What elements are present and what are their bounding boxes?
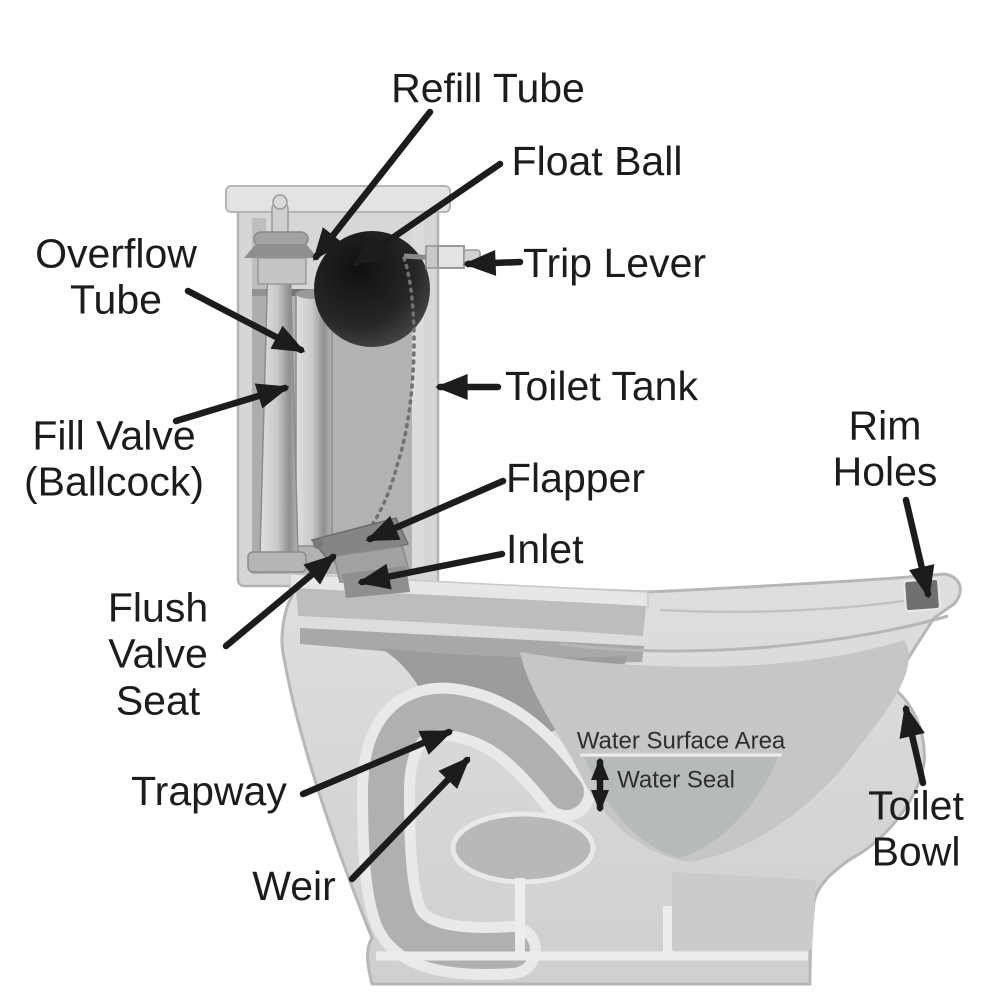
arrow-float-ball <box>351 160 504 267</box>
label-toilet-bowl: Toilet Bowl <box>868 782 964 875</box>
label-flapper: Flapper <box>506 454 646 501</box>
bowl-water-shape <box>584 757 778 858</box>
label-refill-tube: Refill Tube <box>391 64 585 111</box>
arrow-refill-tube <box>312 108 434 261</box>
pedestal-shade <box>672 872 816 950</box>
lift-chain <box>364 256 416 536</box>
label-flush-valve-seat: Flush Valve Seat <box>107 584 209 724</box>
toilet-bowl-shape <box>280 572 962 986</box>
label-weir: Weir <box>252 862 336 909</box>
trapway-shape <box>357 682 595 980</box>
label-fill-valve: Fill Valve (Ballcock) <box>24 412 204 505</box>
arrow-flush-valve-seat <box>222 553 337 650</box>
tank-lid <box>225 185 451 213</box>
label-trapway: Trapway <box>131 767 287 814</box>
deck-underside-shadow <box>300 628 644 663</box>
label-toilet-tank: Toilet Tank <box>505 362 698 409</box>
label-overflow-tube: Overflow Tube <box>35 230 197 323</box>
bowl-inner-rim-line <box>559 614 949 653</box>
arrow-flapper <box>365 477 507 543</box>
arrow-trip-lever <box>463 249 524 276</box>
arrow-rim-holes <box>902 496 935 599</box>
deck-front-face <box>296 588 646 636</box>
arrow-inlet <box>357 550 506 590</box>
sump-shape <box>450 811 596 885</box>
overflow-tube-shape <box>295 289 333 547</box>
arrow-weir <box>348 756 471 883</box>
label-inlet: Inlet <box>506 525 584 572</box>
arrow-fill-valve <box>172 383 290 425</box>
label-float-ball: Float Ball <box>511 137 683 184</box>
callout-arrows <box>172 108 935 883</box>
label-water-seal: Water Seal <box>617 766 735 794</box>
arrow-overflow-tube <box>184 287 306 354</box>
label-water-surface-area: Water Surface Area <box>576 727 786 755</box>
arrow-trapway <box>299 728 454 798</box>
label-trip-lever: Trip Lever <box>523 239 707 286</box>
rim-hole-shape <box>903 578 941 612</box>
arrow-toilet-bowl <box>899 704 927 787</box>
label-rim-holes: Rim Holes <box>832 402 938 495</box>
